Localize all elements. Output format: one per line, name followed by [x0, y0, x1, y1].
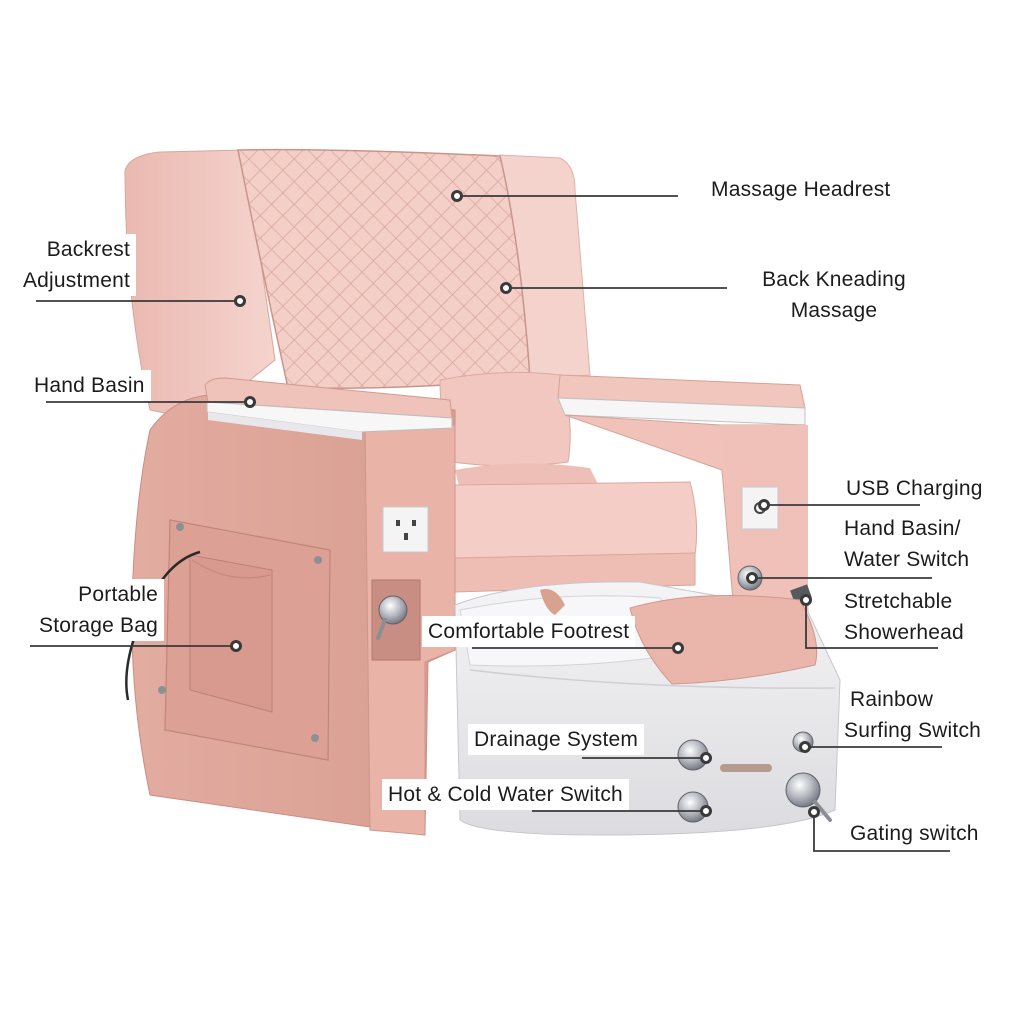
- leader-lines: [30, 195, 950, 852]
- label-stretchable-showerhead: Stretchable Showerhead: [844, 590, 964, 644]
- label-usb-charging: USB Charging: [846, 477, 983, 500]
- label-comfortable-footrest: Comfortable Footrest: [422, 616, 636, 647]
- label-rainbow-surfing-switch: Rainbow Surfing Switch: [844, 688, 982, 742]
- right-arm: [557, 374, 812, 626]
- label-gating-switch: Gating switch: [850, 822, 979, 845]
- label-drainage-system: Drainage System: [468, 724, 645, 755]
- label-back-kneading-massage: Back Kneading Massage: [762, 268, 906, 322]
- label-hot-cold-water-switch: Hot & Cold Water Switch: [382, 779, 629, 810]
- lumbar-pillow: [439, 371, 571, 467]
- label-backrest-adjustment: Backrest Adjustment: [0, 234, 136, 296]
- footrest-pad: [629, 595, 818, 685]
- massage-back-panel: [237, 148, 531, 390]
- callout-dots: [230, 190, 820, 818]
- left-side-body: [125, 377, 456, 836]
- label-hand-basin: Hand Basin: [28, 370, 151, 401]
- seat: [454, 463, 698, 593]
- label-portable-storage-bag: Portable Storage Bag: [18, 579, 164, 641]
- label-massage-headrest: Massage Headrest: [711, 178, 891, 201]
- label-hand-basin-water-switch: Hand Basin/ Water Switch: [844, 517, 970, 571]
